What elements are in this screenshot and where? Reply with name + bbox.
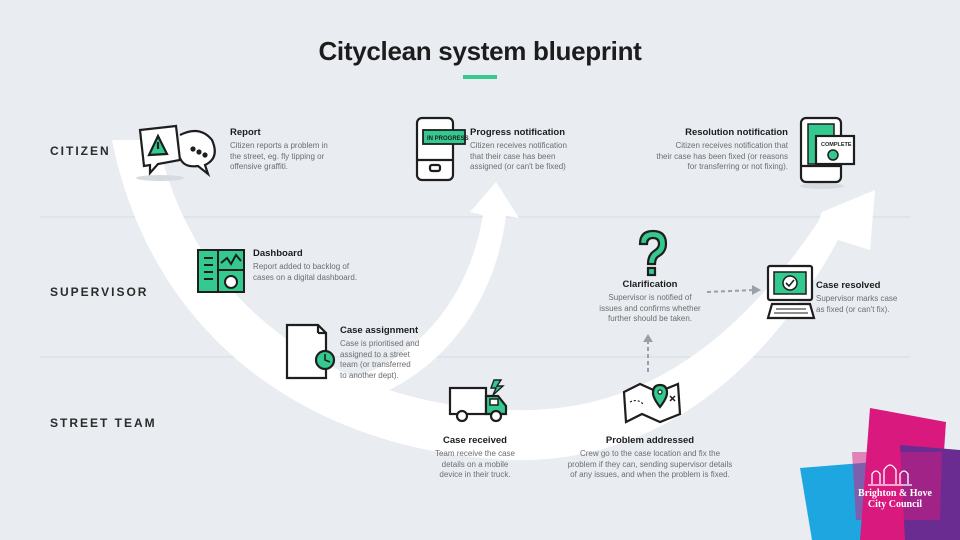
step-received-line: details on a mobile (441, 459, 509, 469)
step-clarification-line: issues and confirms whether (599, 303, 701, 313)
dashed-arrow-right-head (752, 285, 761, 295)
step-assignment-line: assigned to a street (340, 349, 410, 359)
step-dashboard-title: Dashboard (253, 248, 303, 259)
step-resolution-line: Citizen receives notification that (675, 141, 789, 150)
step-resolution-line: their case has been fixed (or reasons (656, 151, 788, 161)
step-report-title: Report (230, 127, 261, 138)
step-assignment-title: Case assignment (340, 325, 419, 336)
step-assignment-line: team (or transferred (340, 360, 411, 369)
step-received-title: Case received (443, 435, 507, 446)
step-assignment-line: Case is prioritised and (340, 339, 420, 348)
step-progress-title: Progress notification (470, 127, 566, 138)
step-received-line: Team receive the case (434, 449, 516, 458)
step-resolution-notification: Resolution notification Citizen receives… (620, 127, 788, 173)
step-progress-notification: Progress notification Citizen receives n… (470, 127, 620, 173)
step-progress-line: that their case has been (470, 151, 556, 161)
lane-label-citizen: CITIZEN (50, 144, 111, 158)
step-case-received: Case received Team receive the case deta… (415, 435, 535, 481)
title-underline (463, 75, 497, 79)
step-case-assignment: Case assignment Case is prioritised and … (340, 325, 440, 381)
step-clarification-title: Clarification (622, 279, 678, 290)
dashboard-icon (197, 249, 245, 293)
page-title: Cityclean system blueprint (318, 36, 642, 66)
step-progress-line: assigned (or can't be fixed) (470, 162, 566, 171)
step-dashboard-line: Report added to backlog of (253, 262, 350, 271)
truck-icon (448, 379, 508, 423)
council-logo: Brighton & Hove City Council (850, 488, 940, 510)
step-dashboard-line: cases on a digital dashboard. (253, 272, 358, 282)
flow-arrow-branch (325, 182, 519, 408)
phone-complete-icon (799, 116, 856, 189)
council-logo-shapes (800, 408, 960, 540)
dashed-arrow-right (706, 289, 755, 293)
dashed-arrow-up-head (643, 334, 653, 342)
step-resolved-line: as fixed (or can't fix). (816, 304, 890, 314)
step-addressed-line: problem if they can, sending supervisor … (567, 459, 733, 469)
step-clarification-line: Supervisor is notified of (608, 293, 692, 302)
step-clarification: Clarification Supervisor is notified of … (585, 279, 715, 325)
step-case-resolved: Case resolved Supervisor marks case as f… (816, 280, 926, 315)
step-addressed-title: Problem addressed (605, 435, 695, 446)
step-problem-addressed: Problem addressed Crew go to the case lo… (555, 435, 745, 481)
computer-check-icon (766, 264, 816, 320)
step-resolution-title: Resolution notification (685, 127, 788, 138)
step-assignment-line: to another dept). (340, 370, 399, 380)
step-resolved-line: Supervisor marks case (816, 294, 898, 303)
step-clarification-line: further should be taken. (607, 314, 693, 323)
step-report-line: offensive graffiti. (230, 162, 288, 171)
map-pin-icon (622, 382, 682, 424)
step-resolution-line: for transferring or not fixing). (687, 162, 788, 171)
step-dashboard: Dashboard Report added to backlog of cas… (253, 248, 393, 283)
lane-label-supervisor: SUPERVISOR (50, 285, 149, 299)
warning-chat-icon (136, 124, 216, 181)
step-report: Report Citizen reports a problem in the … (230, 127, 370, 173)
step-received-line: device in their truck. (439, 470, 511, 479)
phone-badge-text: IN PROGRESS (427, 136, 469, 142)
step-resolved-title: Case resolved (816, 280, 881, 291)
council-logo-line: Brighton & Hove (858, 488, 932, 499)
question-mark-icon (638, 229, 668, 277)
step-report-line: the street, eg. fly tipping or (230, 151, 325, 161)
step-progress-line: Citizen receives notification (470, 141, 567, 150)
step-addressed-line: of any issues, and when the problem is f… (570, 470, 730, 479)
step-addressed-line: Crew go to the case location and fix the (579, 449, 721, 458)
document-clock-icon (285, 323, 336, 380)
complete-badge-text: COMPLETE (821, 142, 852, 148)
step-report-line: Citizen reports a problem in (230, 141, 328, 150)
council-logo-line: City Council (867, 499, 923, 510)
flow-arrow-main (112, 140, 875, 461)
pavilion-icon (868, 464, 912, 486)
phone-progress-icon (415, 116, 466, 182)
lane-label-street-team: STREET TEAM (50, 416, 157, 430)
